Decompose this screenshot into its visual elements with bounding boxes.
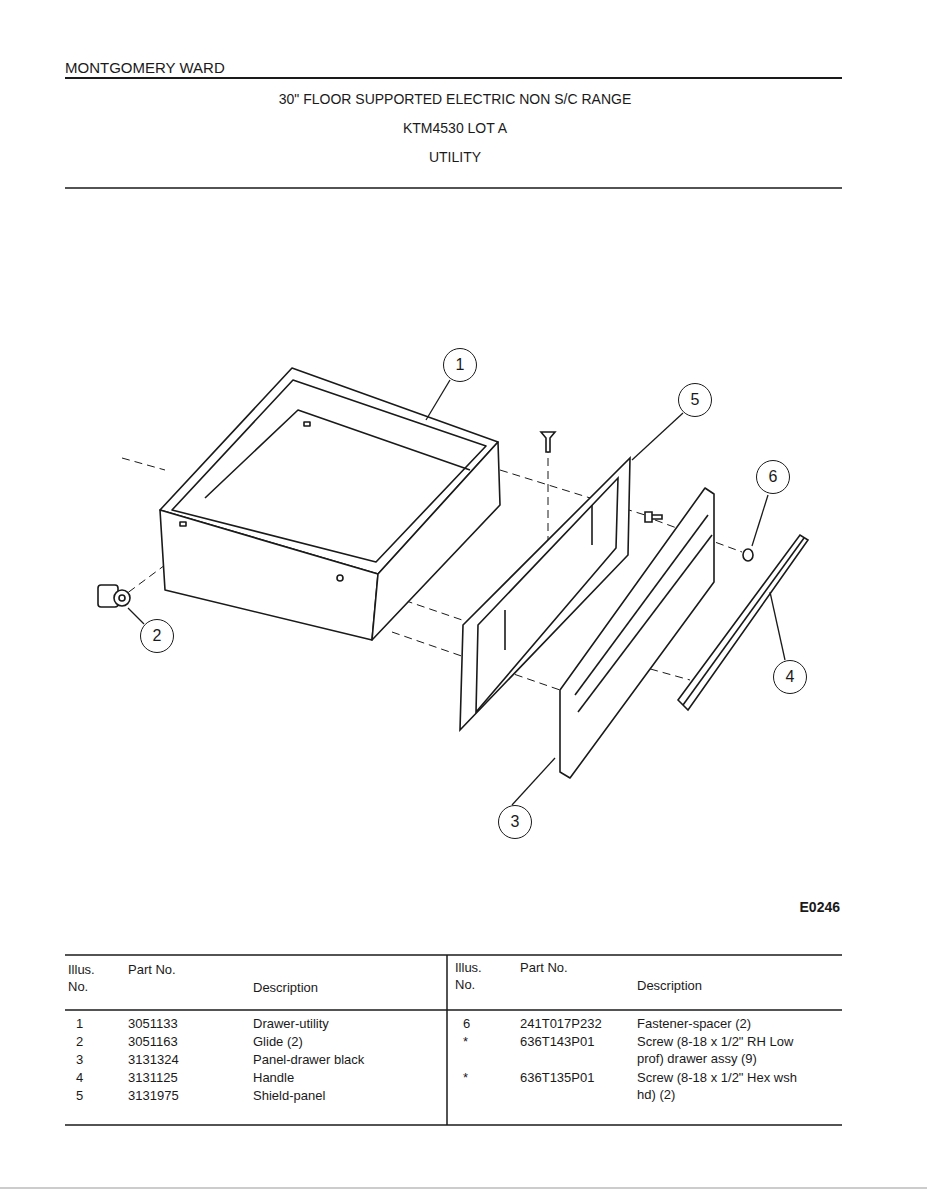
table-cell: 241T017P232 [520,1016,602,1033]
fastener-spacer [743,549,753,561]
rule [65,187,842,189]
table-header: Description [637,978,702,995]
shield-slot [591,505,593,545]
handle-bar [678,535,808,710]
table-rule [65,954,842,956]
drawer-floor [205,410,470,498]
callout-circle: 4 [773,660,807,694]
callout-number: 1 [456,357,465,373]
leader-line [632,413,683,460]
table-header: Part No. [128,962,188,979]
panel-drawer [560,488,714,778]
handle [678,535,808,710]
table-cell: 3131125 [128,1070,178,1087]
glide-hub [119,595,125,601]
table-cell: 3051163 [128,1034,178,1051]
leader-line [128,608,144,624]
table-cell: 636T143P01 [520,1034,594,1051]
table-header: Illus. No. [68,962,113,996]
drawer-screw [337,575,343,581]
table-cell: Screw (8-18 x 1/2" RH Low prof) drawer a… [637,1034,809,1068]
handle-edge [683,538,804,705]
callout-number: 3 [511,814,520,830]
callout-number: 4 [786,669,795,685]
screw [541,432,555,452]
callout-circle: 2 [140,619,174,653]
table-cell: Screw (8-18 x 1/2" Hex wsh hd) (2) [637,1070,809,1104]
leader-lines [128,380,785,805]
table-cell: 1 [76,1016,83,1033]
table-cell: Fastener-spacer (2) [637,1016,809,1033]
table-header: Description [253,980,318,997]
callout-number: 6 [769,469,778,485]
table-cell: Glide (2) [253,1034,433,1051]
table-cell: 3131324 [128,1052,179,1069]
callout-circle: 3 [498,805,532,839]
table-cell: * [463,1070,468,1087]
table-header: Part No. [520,960,580,977]
screw [645,512,662,522]
scan-edge [0,1188,927,1189]
model-number: KTM4530 LOT A [305,119,605,137]
rules [0,78,927,1188]
panel-band [575,515,708,695]
callout-number: 2 [153,628,162,644]
table-divider [446,955,448,1125]
table-rule [65,1124,842,1126]
figure-code: E0246 [760,898,840,916]
table-header: Illus. No. [455,960,500,994]
drawer-side [160,510,378,640]
callout-number: 5 [691,392,700,408]
table-cell: 6 [463,1016,470,1033]
screws [541,432,662,522]
table-cell: Drawer-utility [253,1016,433,1033]
leader-line [770,592,785,660]
shield-slot [504,610,506,650]
table-cell: 3051133 [128,1016,178,1033]
table-cell: 3 [76,1052,83,1069]
rule [65,77,842,79]
table-cell: Shield-panel [253,1088,433,1105]
title: 30" FLOOR SUPPORTED ELECTRIC NON S/C RAN… [230,90,680,108]
table-cell: Handle [253,1070,433,1087]
table-cell: 5 [76,1088,83,1105]
table-cell: 2 [76,1034,83,1051]
drawer-slot [180,522,186,526]
table-cell: 3131975 [128,1088,179,1105]
callout-circle: 5 [678,383,712,417]
glide [98,585,130,607]
section-name: UTILITY [305,148,605,166]
glide-wheel [114,590,130,606]
callout-circle: 6 [756,460,790,494]
drawer-utility [160,368,500,640]
leader-line [512,758,555,805]
panel-face [560,488,714,778]
leader-line [752,495,768,546]
table-cell: * [463,1034,468,1051]
guide-line [122,458,165,470]
table-rule [65,1009,842,1011]
brand-name: MONTGOMERY WARD [65,58,225,78]
leader-line [426,380,450,420]
drawer-slot [304,422,310,426]
callout-circle: 1 [443,348,477,382]
table-cell: 636T135P01 [520,1070,594,1087]
table-cell: Panel-drawer black [253,1052,433,1069]
table-cell: 4 [76,1070,83,1087]
